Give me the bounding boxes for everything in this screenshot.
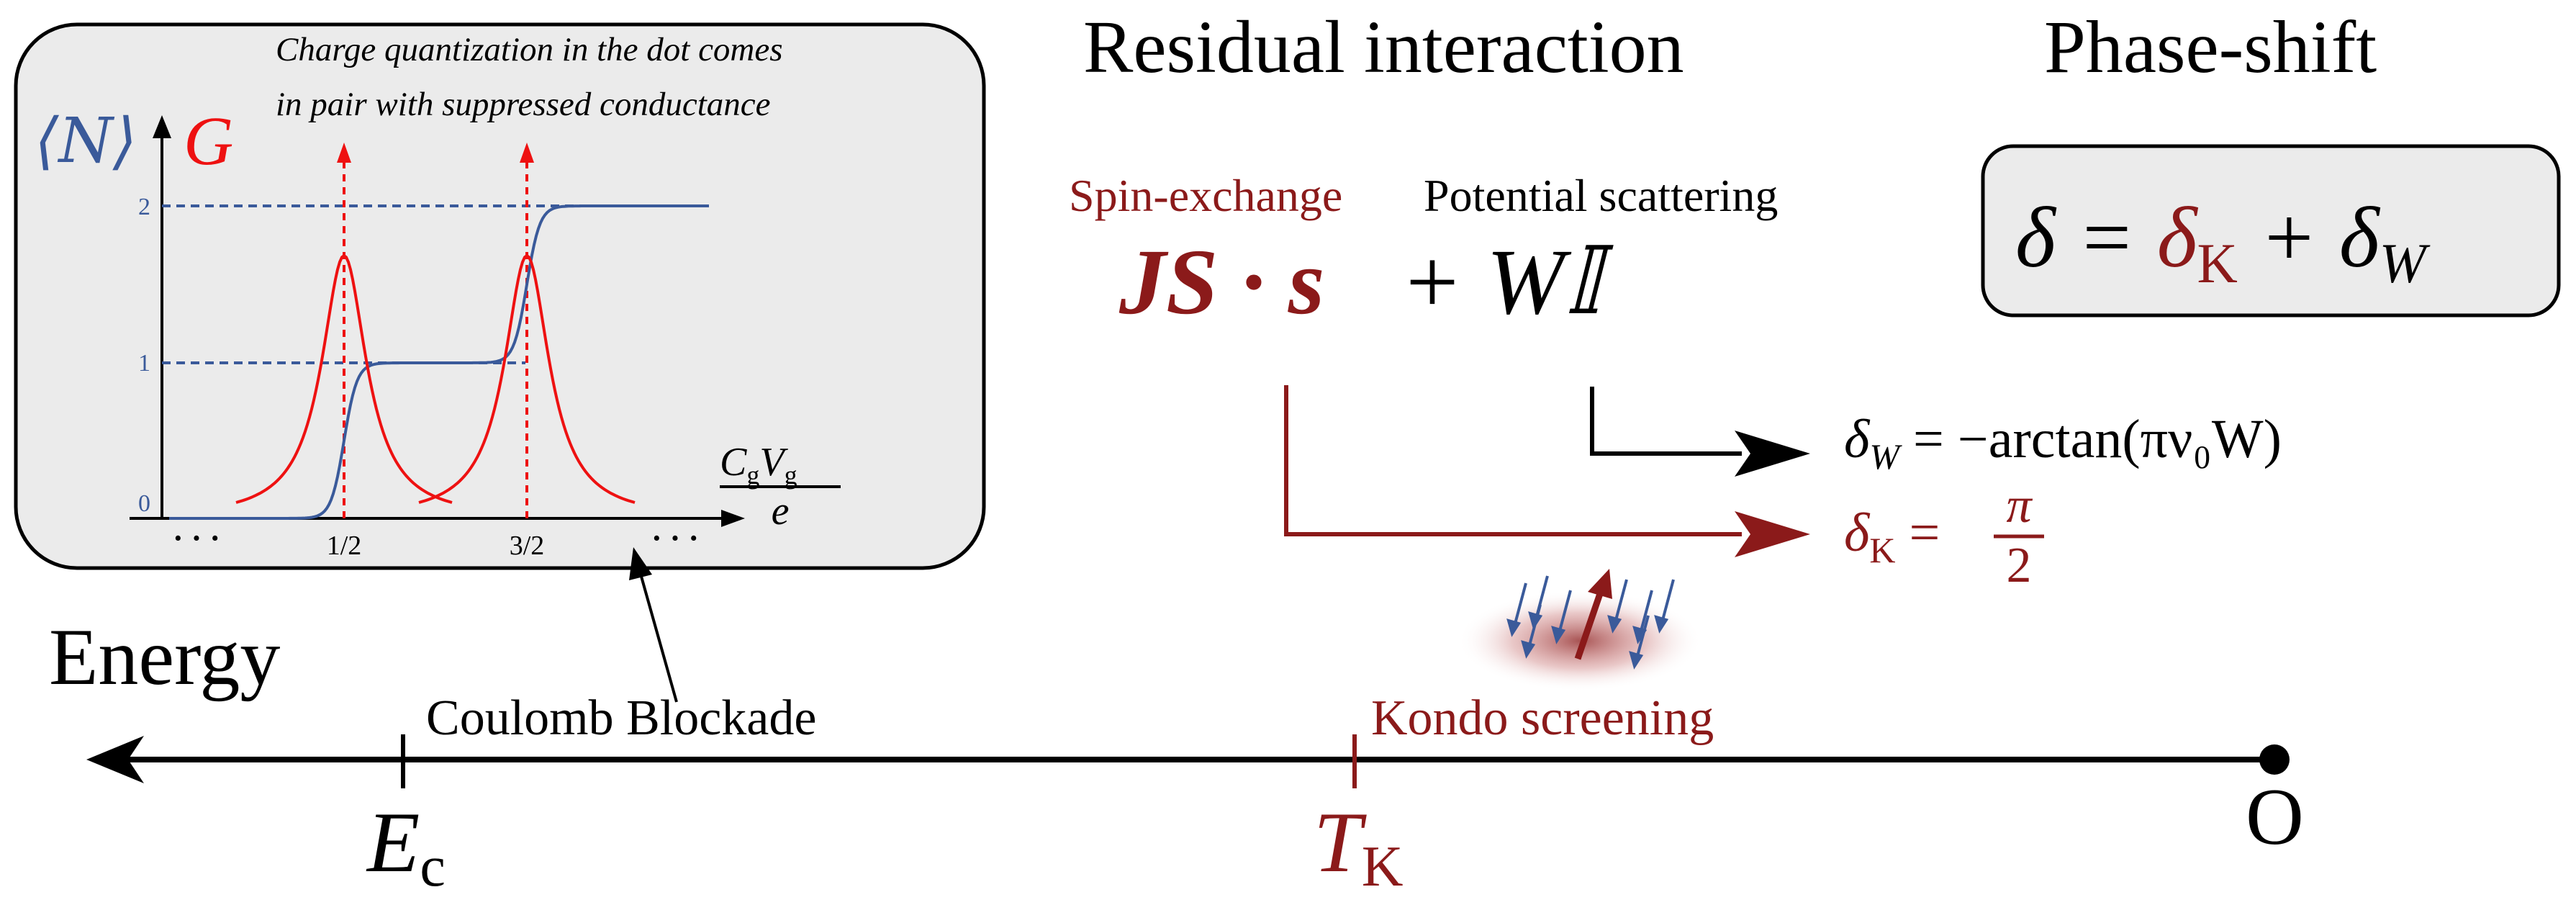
svg-text:CgVg: CgVg: [720, 440, 797, 490]
delta-W-arrowhead: [1735, 431, 1810, 477]
screening-spin-arrowhead: [1629, 651, 1644, 670]
Ec-symbol: E: [366, 794, 420, 890]
inset-background: [14, 22, 986, 570]
screening-spin-arrow: [1558, 590, 1572, 634]
formula-W: + W𝕀: [1400, 230, 1614, 334]
inset-caption-line2: in pair with suppressed conductance: [276, 86, 771, 123]
coulomb-pointer-arrowhead: [629, 547, 652, 580]
delta-K-arrowhead: [1735, 511, 1810, 557]
screening-spin-arrow: [1513, 582, 1527, 627]
y-tick-0: 0: [138, 490, 150, 517]
delta-K-denominator: 2: [2007, 538, 2032, 593]
phase-box: [1981, 144, 2561, 318]
phase-delta-K: δ: [2157, 189, 2199, 285]
impurity-spin-arrow: [1574, 582, 1607, 660]
Ec-label: Ec: [366, 794, 446, 899]
charge-staircase-curve: [169, 204, 709, 520]
delta-W-symbol: δ: [1844, 409, 1871, 469]
y-tick-2: 2: [138, 194, 150, 220]
delta-W-connector: [1590, 387, 1742, 456]
formula-JS: JS · s: [1118, 230, 1324, 334]
Ec-sub: c: [420, 835, 446, 899]
y-label-N: ⟨N⟩: [35, 105, 137, 177]
delta-K-symbol: δ: [1844, 503, 1871, 563]
TK-label: TK: [1314, 794, 1404, 899]
screening-spins: [1506, 575, 1675, 670]
delta-K-formula: δK = π 2: [1844, 478, 2044, 593]
inset-x-axis-arrowhead: [721, 510, 745, 527]
x-label-sub-g1: g: [746, 461, 759, 490]
delta-K-eq: =: [1895, 503, 1940, 563]
delta-W-sub: W: [1869, 436, 1902, 477]
screening-spin-arrowhead: [1551, 626, 1566, 644]
spin-exchange-label: Spin-exchange: [1069, 170, 1342, 221]
y-tick-1: 1: [138, 350, 150, 377]
phase-delta: δ =: [2015, 189, 2157, 285]
residual-title: Residual interaction: [1083, 6, 1684, 89]
phase-delta-W-sub: W: [2380, 232, 2431, 294]
phase-plus: + δ: [2238, 189, 2381, 285]
screening-spin-arrow: [1639, 590, 1653, 634]
x-dots-right: · · ·: [651, 521, 699, 556]
x-tick-half: 1/2: [327, 531, 362, 561]
x-label-V: V: [759, 440, 788, 485]
impurity-spin-arrowhead: [1588, 569, 1612, 599]
screening-spin-arrowhead: [1521, 640, 1536, 659]
kondo-screening-label: Kondo screening: [1371, 690, 1714, 746]
inset-caption-line1: Charge quantization in the dot comes: [276, 31, 783, 68]
phase-delta-K-sub: K: [2197, 232, 2238, 294]
screening-spin-arrow: [1614, 579, 1628, 623]
coulomb-blockade-label: Coulomb Blockade: [426, 690, 816, 746]
screening-spin-arrowhead: [1506, 618, 1522, 637]
conductance-peak-1: [235, 253, 453, 504]
x-dots-left: · · ·: [173, 521, 220, 556]
TK-symbol: T: [1314, 794, 1367, 890]
y-label-G: G: [184, 102, 233, 179]
TK-sub: K: [1362, 835, 1404, 899]
x-label-e: e: [772, 489, 790, 533]
peak-1-arrowhead: [337, 143, 351, 163]
delta-W-rhs: = −arctan(πν₀W): [1899, 409, 2282, 469]
kondo-spin-cloud: [1458, 569, 1702, 691]
delta-W-formula: δW = −arctan(πν₀W): [1844, 409, 2282, 477]
inset-y-axis-arrowhead: [153, 115, 171, 138]
origin-label: O: [2246, 773, 2304, 862]
origin-dot: [2259, 744, 2290, 775]
energy-label: Energy: [49, 613, 280, 702]
x-axis-label: CgVg e: [720, 440, 841, 533]
screening-spin-arrowhead: [1654, 615, 1669, 634]
x-label-sub-g2: g: [785, 461, 797, 490]
energy-axis-arrowhead: [86, 736, 144, 783]
delta-K-numerator: π: [2006, 478, 2033, 533]
phase-formula: δ = δK + δW: [2015, 189, 2431, 294]
x-tick-three-half: 3/2: [510, 531, 545, 561]
phase-title: Phase-shift: [2044, 6, 2377, 89]
inset-panel: Charge quantization in the dot comes in …: [14, 22, 986, 570]
screening-spin-arrowhead: [1607, 615, 1622, 634]
coulomb-pointer-arrow: [638, 568, 678, 703]
delta-K-sub: K: [1869, 530, 1895, 570]
potential-scattering-label: Potential scattering: [1424, 170, 1778, 221]
screening-spin-arrow: [1635, 615, 1650, 659]
peak-2-arrowhead: [520, 143, 534, 163]
screening-spin-arrow: [1660, 579, 1675, 623]
delta-K-connector: [1284, 385, 1742, 536]
svg-text:δK =: δK =: [1844, 503, 1940, 570]
screening-spin-arrow: [1527, 604, 1542, 649]
conductance-peak-2: [418, 253, 636, 504]
x-label-C: C: [720, 440, 747, 485]
